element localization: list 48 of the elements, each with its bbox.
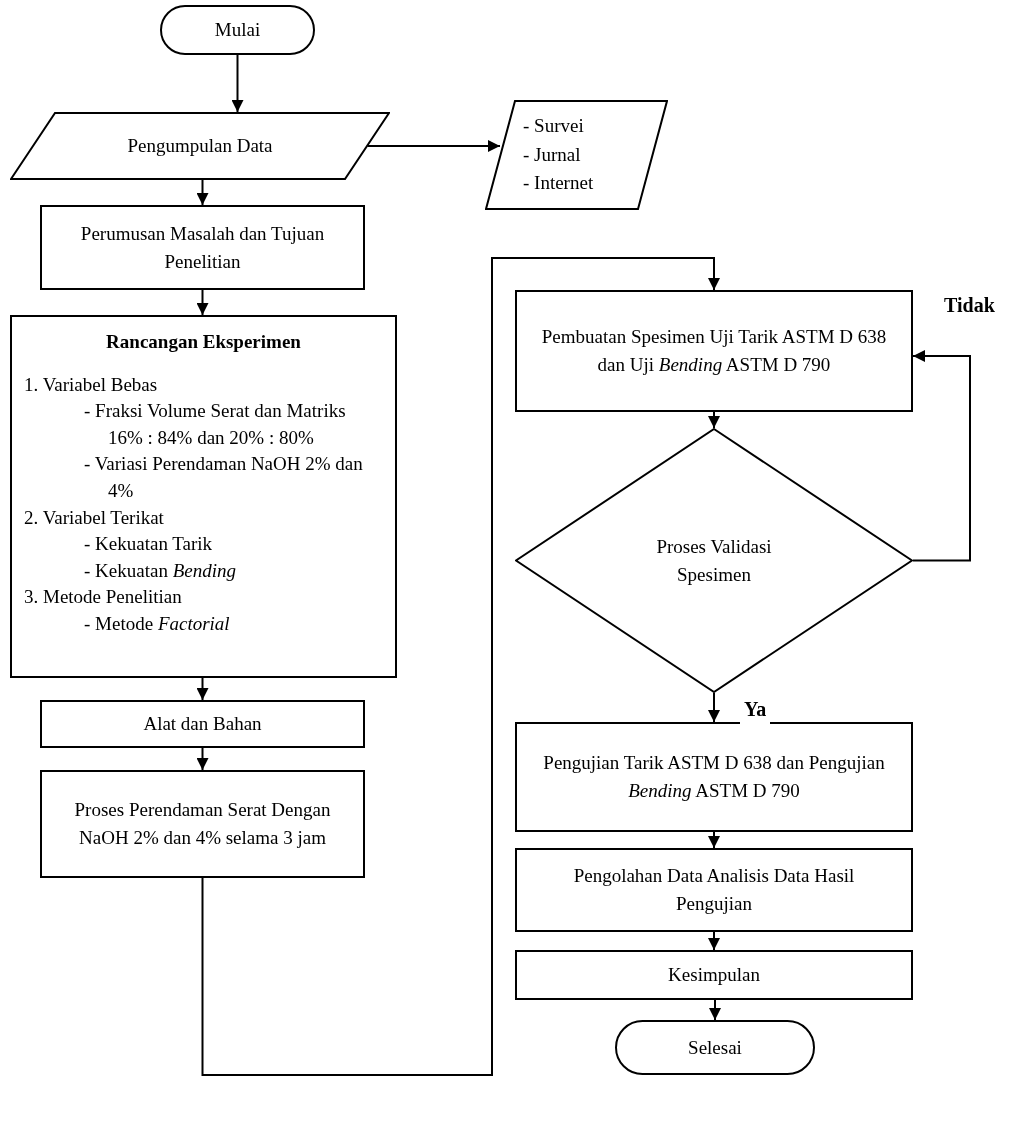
list-item: - Variasi Perendaman NaOH 2% dan 4% <box>83 452 364 503</box>
arrow <box>196 677 209 701</box>
process-box <box>515 722 913 832</box>
terminal-shape <box>160 5 315 55</box>
process-box <box>515 290 913 412</box>
process-box <box>40 770 365 878</box>
node-label: Alat dan Bahan <box>143 712 262 737</box>
process-box <box>515 950 913 1000</box>
arrow <box>708 411 720 429</box>
arrow <box>708 692 720 723</box>
node-label: Mulai <box>214 18 261 43</box>
node-label: Pembuatan Spesimen Uji Tarik ASTM D 638 dan Uji Bending ASTM D 790 <box>541 325 887 377</box>
process-box <box>40 700 365 748</box>
node-label: Pengolahan Data Analisis Data Hasil Pengujian <box>572 864 856 916</box>
node-label: Selesai <box>688 1035 742 1060</box>
node-label: Proses Perendaman Serat Dengan NaOH 2% dan 4% selama 3 jam <box>73 798 332 850</box>
process-box <box>40 205 365 290</box>
list-item: - Jurnal <box>522 142 581 167</box>
list-item: - Survei <box>522 114 584 139</box>
list-item: 1. Variabel Bebas <box>24 372 159 397</box>
terminal-shape <box>615 1020 815 1075</box>
list-item: 3. Metode Penelitian <box>24 585 183 610</box>
node-label: Pengumpulan Data <box>127 134 273 159</box>
node-label: Kesimpulan <box>668 963 760 988</box>
node-label: Perumusan Masalah dan Tujuan Penelitian <box>79 221 326 274</box>
node-label: Proses Validasi Spesimen <box>655 534 773 587</box>
arrow <box>201 257 720 1076</box>
list-item: - Fraksi Volume Serat dan Matriks 16% : 84% dan 20% : 80% <box>83 399 347 450</box>
list-item: - Internet <box>522 171 594 196</box>
data-parallelogram <box>10 112 390 180</box>
list-item: - Kekuatan Bending <box>83 558 237 583</box>
node-label: Pengujian Tarik ASTM D 638 dan Pengujian Bending ASTM D 790 <box>542 751 886 803</box>
arrow <box>708 831 720 849</box>
decision-diamond <box>515 428 913 693</box>
arrow <box>196 747 209 771</box>
arrow <box>709 999 721 1021</box>
arrow <box>708 931 720 951</box>
list-item: 2. Variabel Terikat <box>24 505 165 530</box>
box-heading: Rancangan Eksperimen <box>105 330 302 354</box>
arrow <box>196 289 209 316</box>
process-box <box>515 848 913 932</box>
arrow <box>912 350 971 562</box>
arrow <box>196 179 209 206</box>
arrow <box>231 54 244 113</box>
data-parallelogram <box>485 100 668 210</box>
list-item: - Kekuatan Tarik <box>83 532 214 557</box>
list-item: - Metode Factorial <box>83 611 231 636</box>
process-box <box>10 315 397 678</box>
